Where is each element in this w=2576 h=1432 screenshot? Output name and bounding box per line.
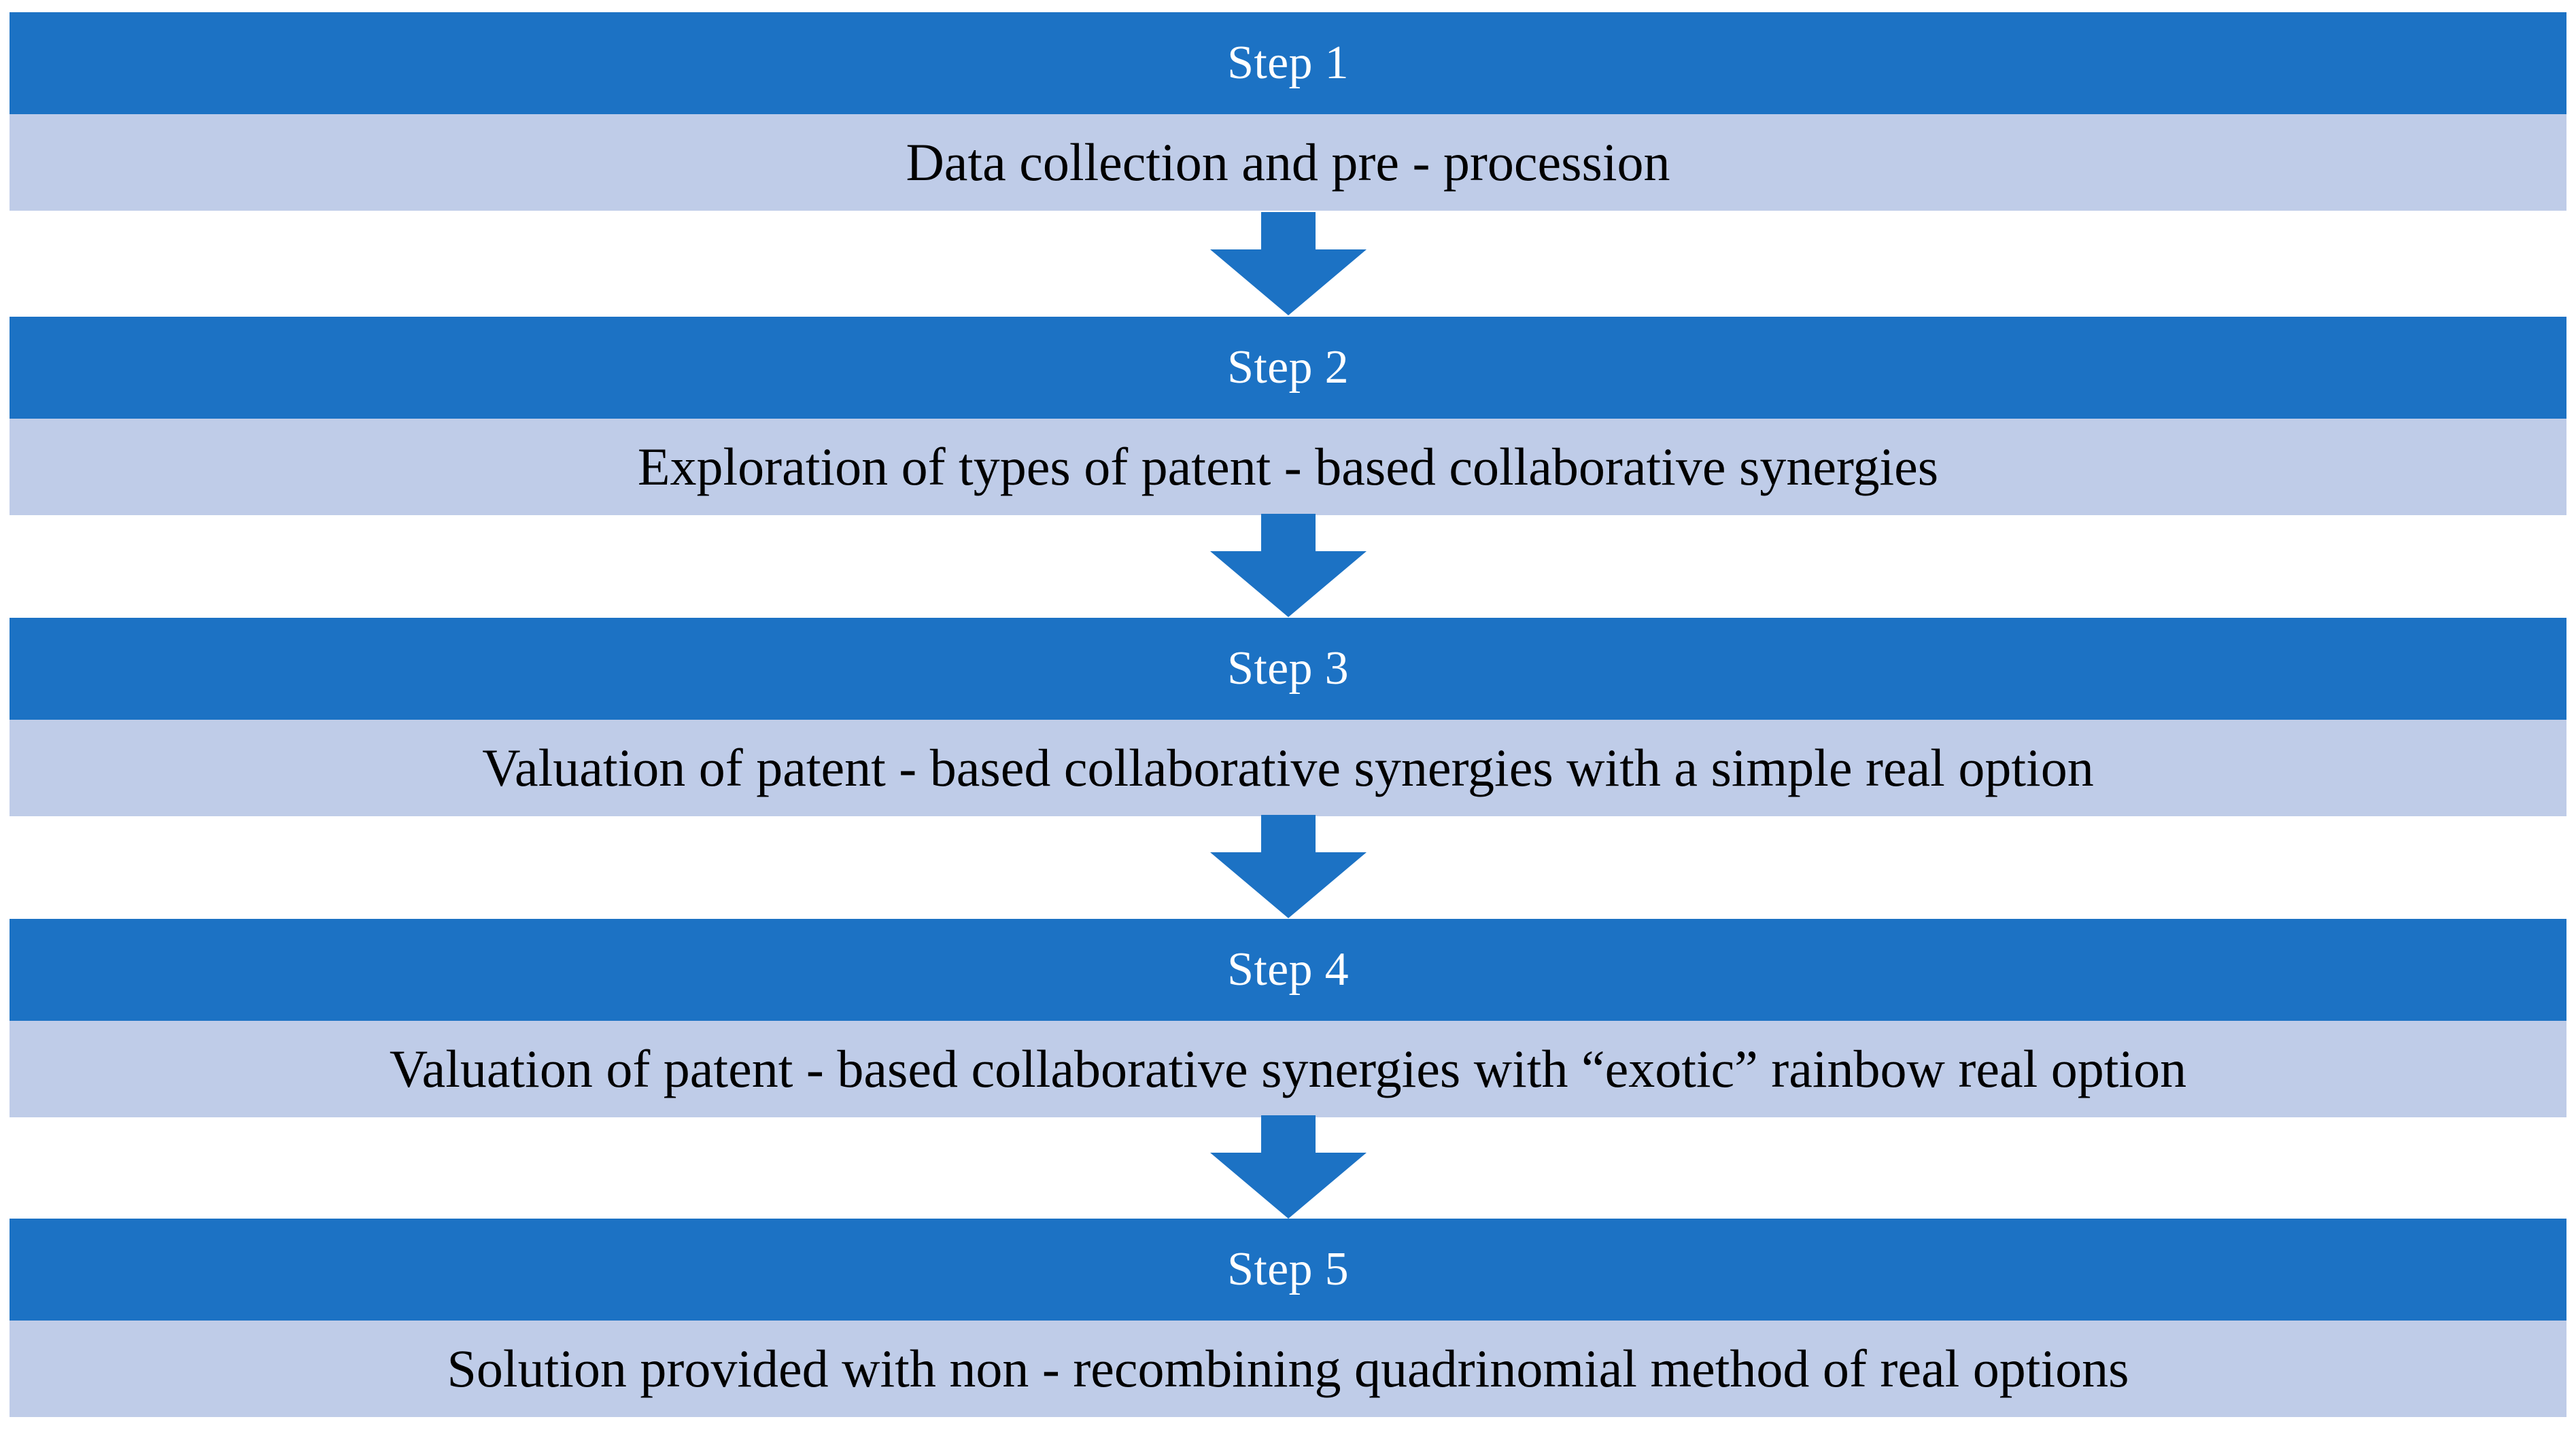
flow-step-2: Step 2 Exploration of types of patent - … — [10, 317, 2566, 515]
flow-step-5: Step 5 Solution provided with non - reco… — [10, 1219, 2566, 1417]
step-3-header-label: Step 3 — [1227, 642, 1349, 695]
step-3-body-label: Valuation of patent - based collaborativ… — [482, 738, 2094, 797]
connector-arrow-3-to-4 — [1209, 815, 1367, 918]
step-5-header-label: Step 5 — [1227, 1243, 1349, 1295]
connector-arrow-4-to-5 — [1209, 1115, 1367, 1219]
step-4-body-label: Valuation of patent - based collaborativ… — [389, 1039, 2187, 1098]
step-1-body: Data collection and pre - procession — [10, 114, 2566, 211]
step-2-header: Step 2 — [10, 317, 2566, 419]
step-5-body-label: Solution provided with non - recombining… — [447, 1339, 2129, 1398]
step-4-body: Valuation of patent - based collaborativ… — [10, 1021, 2566, 1117]
down-arrow-icon — [1209, 514, 1367, 617]
step-4-header: Step 4 — [10, 919, 2566, 1021]
connector-arrow-2-to-3 — [1209, 514, 1367, 617]
step-1-body-label: Data collection and pre - procession — [906, 133, 1670, 192]
step-2-body-label: Exploration of types of patent - based c… — [637, 437, 1939, 496]
down-arrow-icon — [1209, 212, 1367, 315]
down-arrow-icon — [1209, 1115, 1367, 1219]
step-1-header-label: Step 1 — [1227, 37, 1349, 89]
step-3-body: Valuation of patent - based collaborativ… — [10, 720, 2566, 816]
down-arrow-icon — [1209, 815, 1367, 918]
flow-step-1: Step 1 Data collection and pre - process… — [10, 12, 2566, 211]
step-5-header: Step 5 — [10, 1219, 2566, 1321]
flow-step-4: Step 4 Valuation of patent - based colla… — [10, 919, 2566, 1117]
flow-step-3: Step 3 Valuation of patent - based colla… — [10, 618, 2566, 816]
step-4-header-label: Step 4 — [1227, 943, 1349, 996]
step-2-body: Exploration of types of patent - based c… — [10, 419, 2566, 515]
step-1-header: Step 1 — [10, 12, 2566, 114]
step-2-header-label: Step 2 — [1227, 341, 1349, 394]
step-3-header: Step 3 — [10, 618, 2566, 720]
step-5-body: Solution provided with non - recombining… — [10, 1321, 2566, 1417]
connector-arrow-1-to-2 — [1209, 212, 1367, 315]
